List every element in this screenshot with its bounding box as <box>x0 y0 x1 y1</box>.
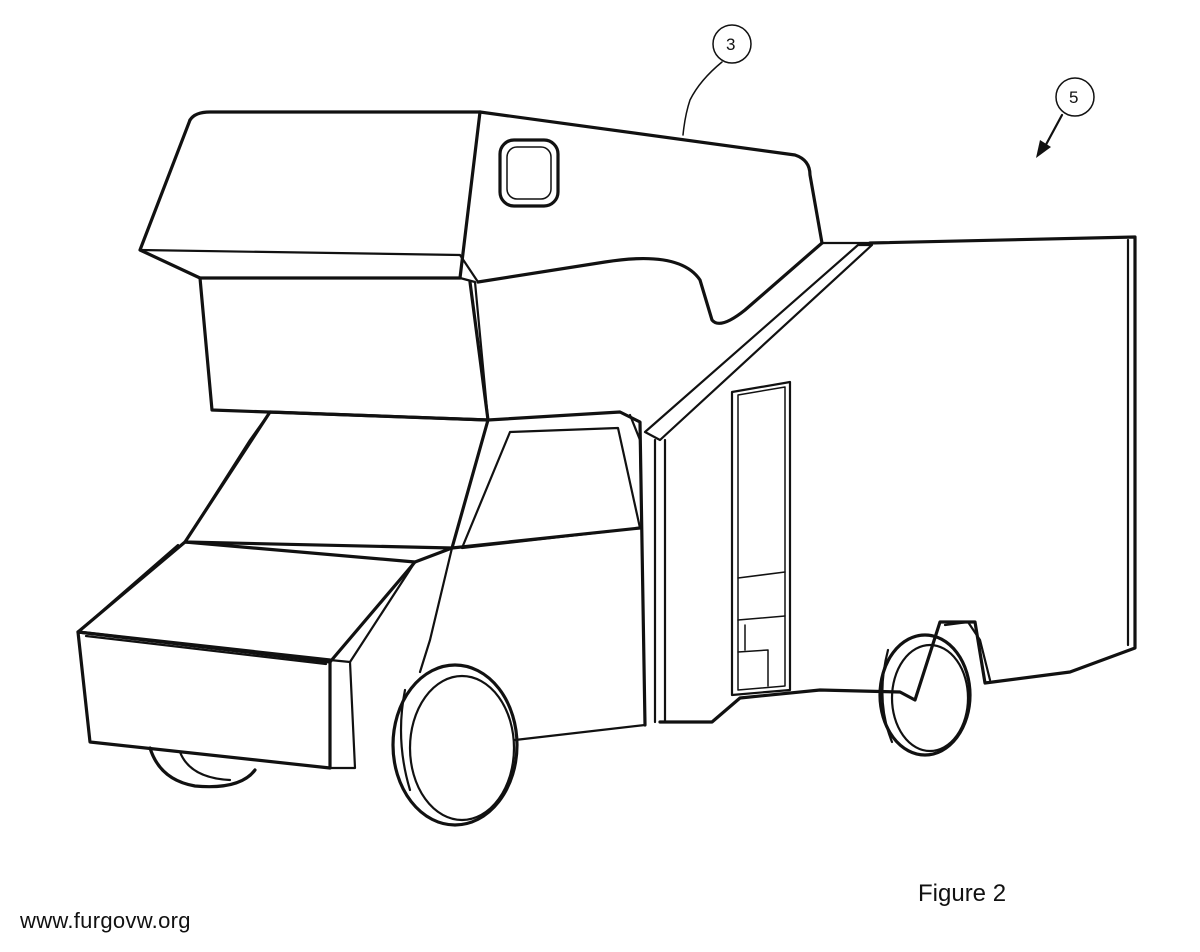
rear-living-box <box>643 235 1137 724</box>
arrow-head-icon <box>1036 140 1051 158</box>
cab-body <box>76 410 647 770</box>
callout-3-label: 3 <box>726 35 735 54</box>
callout-3: 3 <box>682 24 752 136</box>
wheels <box>148 633 972 827</box>
callout-5: 5 <box>1036 77 1095 158</box>
watermark-text: www.furgovw.org <box>20 908 191 933</box>
figure-caption: Figure 2 <box>918 880 1007 907</box>
callout-5-label: 5 <box>1069 88 1078 107</box>
alcove-module <box>138 110 824 422</box>
